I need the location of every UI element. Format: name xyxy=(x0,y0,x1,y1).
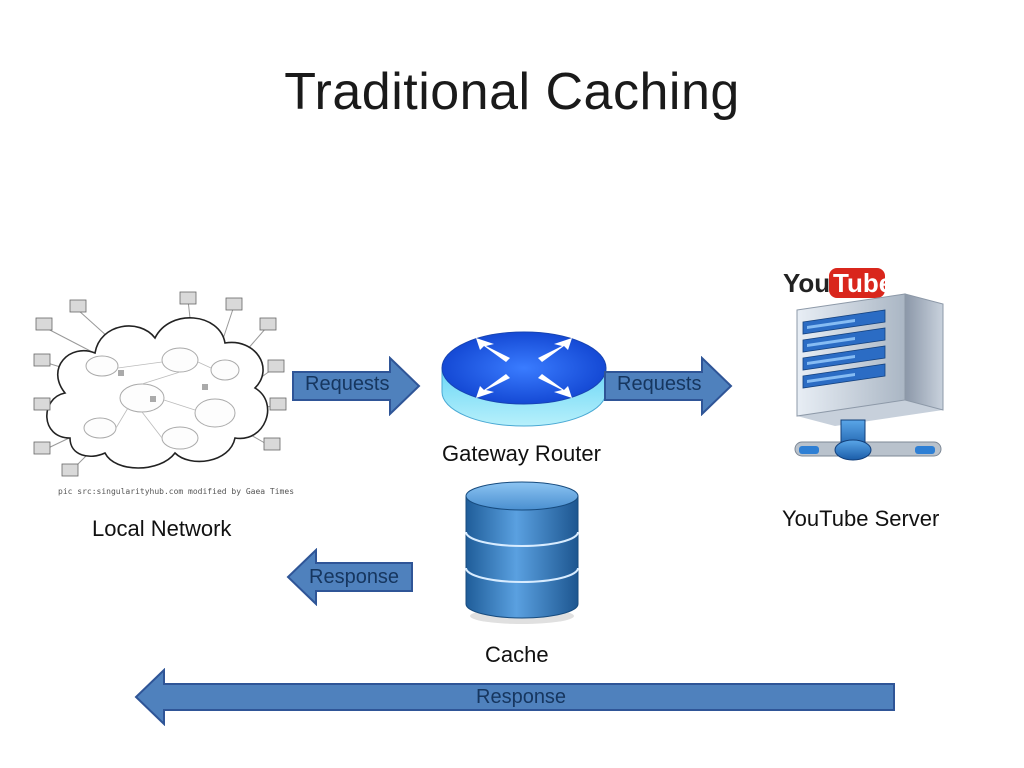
requests-arrow-2-label: Requests xyxy=(617,373,702,395)
local-network-cloud-icon xyxy=(33,291,287,477)
cache-label: Cache xyxy=(485,642,549,667)
youtube-logo-tube: Tube xyxy=(833,268,893,298)
youtube-server-label: YouTube Server xyxy=(782,506,940,531)
youtube-logo-you: You xyxy=(783,268,830,298)
youtube-server-icon: You Tube xyxy=(783,268,944,461)
response-arrow-cache-label: Response xyxy=(309,566,400,588)
cache-database-icon xyxy=(465,481,579,624)
response-arrow-cache xyxy=(286,548,413,606)
slide-title: Traditional Caching xyxy=(284,63,740,121)
response-arrow-server-label: Response xyxy=(476,686,567,708)
image-credit: pic src:singularityhub.com modified by G… xyxy=(58,487,295,496)
requests-arrow-2 xyxy=(604,356,733,416)
requests-arrow-1-label: Requests xyxy=(305,373,390,395)
response-arrow-server xyxy=(134,668,895,726)
requests-arrow-1 xyxy=(292,356,421,416)
gateway-router-icon xyxy=(441,331,607,427)
local-network-label: Local Network xyxy=(92,516,232,541)
gateway-router-label: Gateway Router xyxy=(442,441,601,466)
